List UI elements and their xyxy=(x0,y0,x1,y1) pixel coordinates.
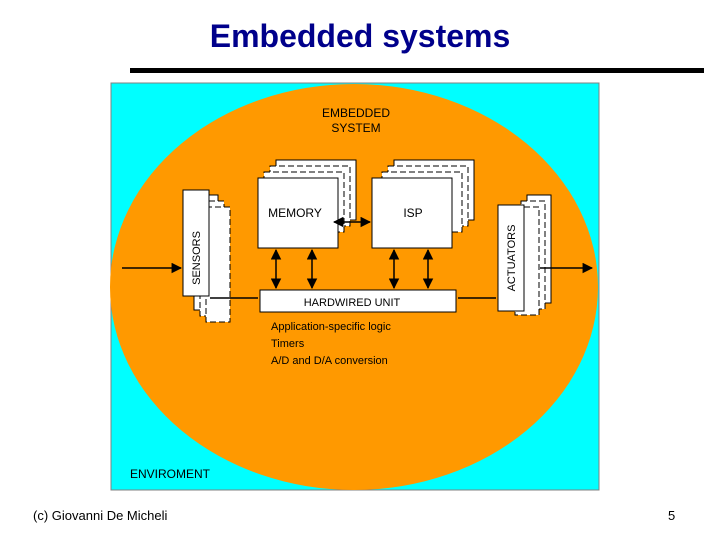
embedded-system-ellipse xyxy=(110,84,598,490)
sensors-block xyxy=(182,189,231,323)
system-label-line1: EMBEDDED xyxy=(322,106,390,120)
isp-block xyxy=(371,159,475,249)
page-title: Embedded systems xyxy=(209,18,511,54)
hardwired-item-timers: Timers xyxy=(271,338,305,350)
isp-label: ISP xyxy=(403,206,422,220)
actuators-block xyxy=(497,194,552,316)
title-divider xyxy=(130,68,704,73)
system-label-line2: SYSTEM xyxy=(331,121,380,135)
hardwired-label: HARDWIRED UNIT xyxy=(304,297,401,309)
footer-credit: (c) Giovanni De Micheli xyxy=(33,508,168,523)
memory-block xyxy=(257,159,357,249)
page-number: 5 xyxy=(668,508,676,523)
hardwired-unit-box xyxy=(259,289,457,313)
sensors-label: SENSORS xyxy=(191,231,203,285)
memory-label: MEMORY xyxy=(268,206,322,220)
actuators-label: ACTUATORS xyxy=(506,225,518,292)
hardwired-item-logic: Application-specific logic xyxy=(271,321,391,333)
environment-label: ENVIROMENT xyxy=(130,467,211,481)
hardwired-item-adda: A/D and D/A conversion xyxy=(271,355,388,367)
